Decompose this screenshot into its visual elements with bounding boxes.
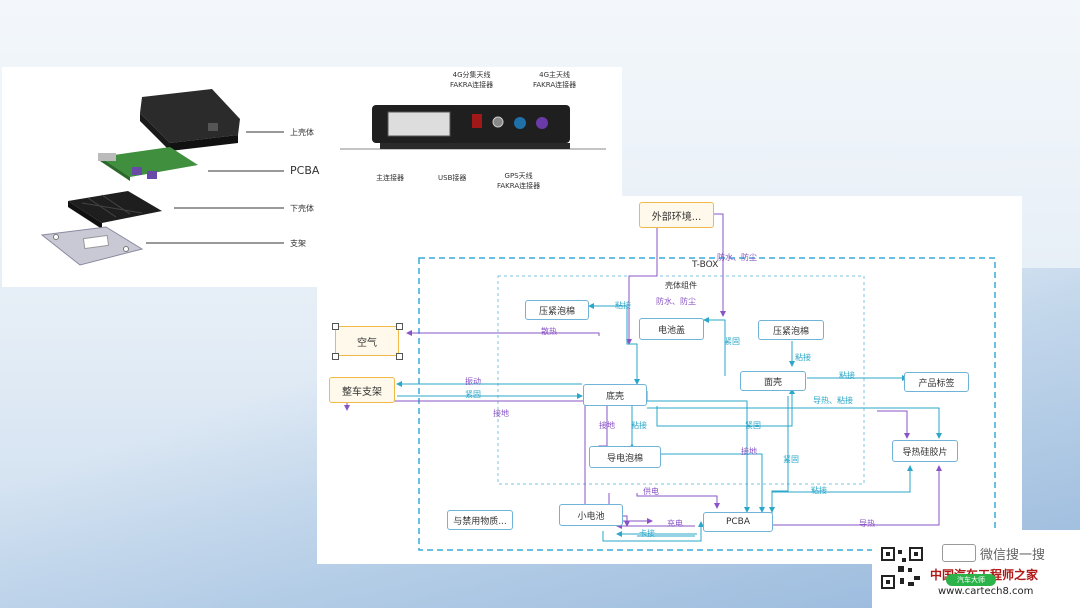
shell-assembly-title: 壳体组件 <box>665 281 697 290</box>
edge-label-bond-5: 粘接 <box>811 486 827 495</box>
node-vehicle-bracket[interactable]: 整车支架 <box>329 377 395 403</box>
watermark-pill: 汽车大师 <box>946 574 996 586</box>
edge-label-supply: 供电 <box>643 487 659 496</box>
edge-label-heat-dissipation: 散热 <box>541 327 557 336</box>
watermark-search-text: 微信搜一搜 <box>980 548 1046 563</box>
search-box-icon <box>942 544 976 562</box>
edge-label-waterproof-inner: 防水、防尘 <box>656 297 696 306</box>
node-conductive-foam[interactable]: 导电泡棉 <box>589 446 661 468</box>
edge-label-bond-2: 粘接 <box>795 353 811 362</box>
tbox-connector-image <box>372 105 570 149</box>
label-4g-diversity-line1: 4G分集天线 <box>452 71 491 79</box>
edge-label-ground-3: 接地 <box>741 447 757 456</box>
edge-label-fasten-4: 紧固 <box>783 455 799 464</box>
node-pcba[interactable]: PCBA <box>703 512 773 532</box>
bracket-image <box>40 226 144 266</box>
label-main-connector: 主连接器 <box>376 174 404 182</box>
label-lower-housing: 下壳体 <box>290 204 314 213</box>
edge-label-heat-conduct: 导热 <box>859 519 875 528</box>
edge-label-clip: 卡接 <box>639 529 655 538</box>
label-4g-main-antenna: 4G主天线 FAKRA连接器 <box>533 70 576 90</box>
exploded-view-drawing <box>40 89 606 266</box>
edge-label-vibration: 振动 <box>465 377 481 386</box>
node-forbidden-substances[interactable]: 与禁用物质... <box>447 510 513 530</box>
label-4g-diversity-line2: FAKRA连接器 <box>450 81 494 89</box>
selection-handle-tr[interactable] <box>396 323 403 330</box>
label-4g-main-line1: 4G主天线 <box>539 71 571 79</box>
edge-label-fasten-1: 紧固 <box>724 337 740 346</box>
edge-label-bond-4: 粘接 <box>631 421 647 430</box>
edge-label-fasten-3: 紧固 <box>745 421 761 430</box>
boundary-diagram-panel: 外部环境... 空气 整车支架 压紧泡棉 电池盖 压紧泡棉 面壳 产品标签 底壳… <box>317 196 1022 564</box>
selection-handle-br[interactable] <box>396 353 403 360</box>
selection-handle-bl[interactable] <box>332 353 339 360</box>
watermark-panel: 微信搜一搜 中国汽车工程师之家 汽车大师 www.cartech8.com <box>872 530 1080 608</box>
label-gps-line1: GPS天线 <box>504 172 533 180</box>
product-images-panel: 上壳体 PCBA 下壳体 支架 4G分集天线 FAKRA连接器 4G主天线 FA… <box>2 67 622 287</box>
edge-label-ground-1: 接地 <box>493 409 509 418</box>
node-foam-left[interactable]: 压紧泡棉 <box>525 300 589 320</box>
node-battery-cover[interactable]: 电池盖 <box>639 318 704 340</box>
node-bottom-shell[interactable]: 底壳 <box>583 384 647 406</box>
tbox-boundary <box>418 257 996 551</box>
pcba-image <box>98 147 198 181</box>
cyan-relations <box>396 303 942 542</box>
label-gps-line2: FAKRA连接器 <box>497 182 541 190</box>
label-gps-antenna: GPS天线 FAKRA连接器 <box>497 171 540 191</box>
edge-label-heat-bond: 导热、粘接 <box>813 396 853 405</box>
label-4g-main-line2: FAKRA连接器 <box>533 81 577 89</box>
watermark-url: www.cartech8.com <box>938 586 1034 597</box>
label-4g-diversity-antenna: 4G分集天线 FAKRA连接器 <box>450 70 493 90</box>
upper-housing-image <box>140 89 240 151</box>
node-top-shell[interactable]: 面壳 <box>740 371 806 391</box>
lower-housing-image <box>68 191 162 229</box>
node-product-label[interactable]: 产品标签 <box>904 372 969 392</box>
selection-handle-tl[interactable] <box>332 323 339 330</box>
label-upper-housing: 上壳体 <box>290 128 314 137</box>
node-foam-right[interactable]: 压紧泡棉 <box>758 320 824 340</box>
node-air[interactable]: 空气 <box>335 326 399 356</box>
label-bracket: 支架 <box>290 239 306 248</box>
node-small-battery[interactable]: 小电池 <box>559 504 623 526</box>
edge-label-ground-2: 接地 <box>599 421 615 430</box>
edge-label-bond-3: 粘接 <box>839 371 855 380</box>
edge-label-bond-1: 粘接 <box>615 301 631 310</box>
edge-label-fasten-2: 紧固 <box>465 390 481 399</box>
edge-label-charge: 充电 <box>667 519 683 528</box>
label-pcba: PCBA <box>290 164 320 177</box>
label-usb-connector: USB接器 <box>438 174 467 182</box>
node-external-environment[interactable]: 外部环境... <box>639 202 714 228</box>
tbox-title: T-BOX <box>692 260 719 270</box>
shell-assembly-boundary <box>497 275 865 485</box>
qr-code-icon <box>880 546 924 590</box>
edge-label-waterproof-outer: 防水、防尘 <box>717 253 757 262</box>
node-thermal-pad[interactable]: 导热硅胶片 <box>892 440 958 462</box>
